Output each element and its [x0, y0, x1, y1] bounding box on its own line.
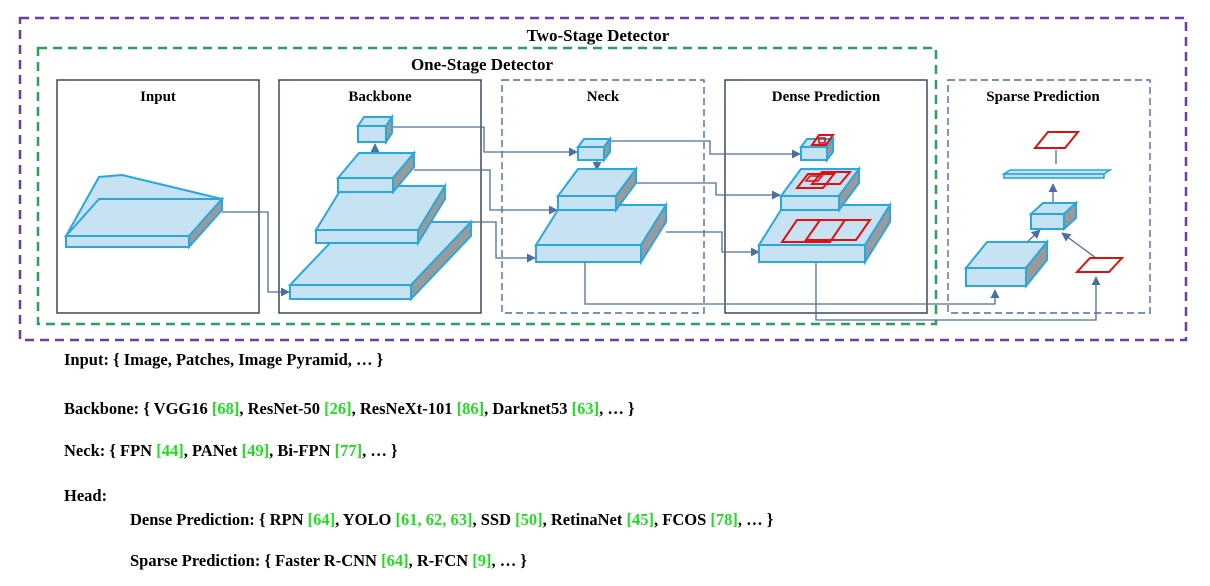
legend-reference: [9] [472, 551, 492, 570]
backbone-layer-1 [356, 113, 394, 146]
legend-reference: [86] [456, 399, 485, 418]
dense-prediction-panel [724, 79, 928, 314]
legend-method-name: Bi-FPN [277, 441, 335, 460]
backbone-layer-2 [335, 150, 417, 195]
legend-separator: , [351, 399, 360, 418]
legend-separator: , [183, 441, 192, 460]
dense-layer-2 [779, 165, 861, 214]
neck-layer-3 [534, 201, 668, 266]
legend-method-name: ResNeXt-101 [359, 399, 457, 418]
legend-reference: [49] [241, 441, 270, 460]
detector-architecture-diagram: Two-Stage Detector One-Stage Detector In… [18, 16, 1188, 342]
neck-layer-1 [576, 136, 612, 163]
sparse-output-box [1032, 131, 1081, 149]
neck-layer-2 [556, 165, 638, 214]
dense-layer-3 [757, 201, 892, 266]
legend-method-name: FPN [120, 441, 157, 460]
legend-separator: , [654, 510, 663, 529]
legend-open-brace: { [143, 399, 154, 418]
backbone-panel [278, 79, 482, 314]
legend-head-label: Head: [64, 486, 108, 505]
legend-separator: , [239, 399, 248, 418]
legend-method-name: RPN [269, 510, 308, 529]
legend-method-name: PANet [191, 441, 242, 460]
legend-dense-items: { RPN [64], YOLO [61, 62, 63], SSD [50],… [259, 510, 773, 529]
dense-layer-1 [799, 134, 835, 163]
one-stage-detector-frame [36, 46, 938, 326]
legend-close-brace: , … } [491, 551, 527, 570]
backbone-layer-3 [314, 182, 447, 247]
two-stage-detector-title: Two-Stage Detector [527, 26, 670, 45]
dense-prediction-panel-title: Dense Prediction [772, 89, 881, 105]
legend-reference: [44] [156, 441, 184, 460]
legend-reference: [61, 62, 63] [395, 510, 473, 529]
legend-input-label: Input: [64, 350, 109, 369]
legend-method-name: FCOS [662, 510, 711, 529]
sparse-head-block [1028, 200, 1079, 232]
legend-reference: [63] [571, 399, 600, 418]
two-stage-detector-frame [18, 16, 1188, 342]
legend-method-name: VGG16 [153, 399, 212, 418]
one-stage-detector-title: One-Stage Detector [411, 55, 554, 74]
legend-method-name: YOLO [342, 510, 396, 529]
legend-method-name: RetinaNet [550, 510, 627, 529]
legend-neck-label: Neck: [64, 441, 106, 460]
legend-sparse-items: { Faster R-CNN [64], R-FCN [9], … } [264, 551, 527, 570]
sparse-prediction-panel [947, 79, 1151, 314]
legend-separator: , [335, 510, 343, 529]
legend-reference: [64] [381, 551, 409, 570]
legend-separator: , [472, 510, 481, 529]
neck-panel [501, 79, 705, 314]
legend-reference: [64] [307, 510, 336, 529]
legend-reference: [50] [515, 510, 543, 529]
legend-input: Input: { Image, Patches, Image Pyramid, … [64, 350, 383, 370]
legend-neck-items: { FPN [44], PANet [49], Bi-FPN [77], … } [109, 441, 397, 460]
legend-close-brace: , … } [362, 441, 398, 460]
legend-separator: , [269, 441, 278, 460]
legend-sparse-label: Sparse Prediction: [130, 551, 261, 570]
legend-reference: [77] [334, 441, 363, 460]
legend-head: Head: [64, 486, 107, 506]
legend-close-brace: , … } [599, 399, 635, 418]
legend-dense-label: Dense Prediction: [130, 510, 255, 529]
legend-close-brace: , … } [737, 510, 774, 529]
input-panel [56, 79, 260, 314]
sparse-roi-feature-block [963, 239, 1050, 289]
legend-backbone-label: Backbone: [64, 399, 140, 418]
input-panel-title: Input [140, 89, 176, 105]
legend-backbone: Backbone: { VGG16 [68], ResNet-50 [26], … [64, 399, 635, 419]
backbone-panel-title: Backbone [348, 89, 412, 105]
legend-method-name: Faster R-CNN [275, 551, 382, 570]
sparse-proposal-box [1074, 257, 1125, 273]
legend-reference: [45] [626, 510, 655, 529]
legend-separator: , [542, 510, 551, 529]
legend-reference: [68] [211, 399, 240, 418]
connectors [222, 126, 1101, 321]
legend-input-text: { Image, Patches, Image Pyramid, … } [113, 350, 384, 369]
legend-separator: , [484, 399, 493, 418]
legend-method-name: ResNet-50 [247, 399, 325, 418]
legend-reference: [26] [324, 399, 352, 418]
legend-open-brace: { [264, 551, 276, 570]
legend-dense: Dense Prediction: { RPN [64], YOLO [61, … [130, 510, 773, 530]
legend-neck: Neck: { FPN [44], PANet [49], Bi-FPN [77… [64, 441, 398, 461]
sparse-fc-layer [1001, 169, 1113, 179]
input-image-block [63, 173, 225, 250]
sparse-prediction-panel-title: Sparse Prediction [986, 89, 1100, 105]
legend-method-name: R-FCN [416, 551, 473, 570]
legend-separator: , [408, 551, 417, 570]
legend-open-brace: { [109, 441, 120, 460]
legend-backbone-items: { VGG16 [68], ResNet-50 [26], ResNeXt-10… [143, 399, 634, 418]
legend-sparse: Sparse Prediction: { Faster R-CNN [64], … [130, 551, 527, 571]
legend-reference: [78] [710, 510, 738, 529]
legend-open-brace: { [258, 510, 270, 529]
neck-panel-title: Neck [587, 89, 620, 105]
legend-method-name: Darknet53 [492, 399, 572, 418]
legend-method-name: SSD [480, 510, 516, 529]
